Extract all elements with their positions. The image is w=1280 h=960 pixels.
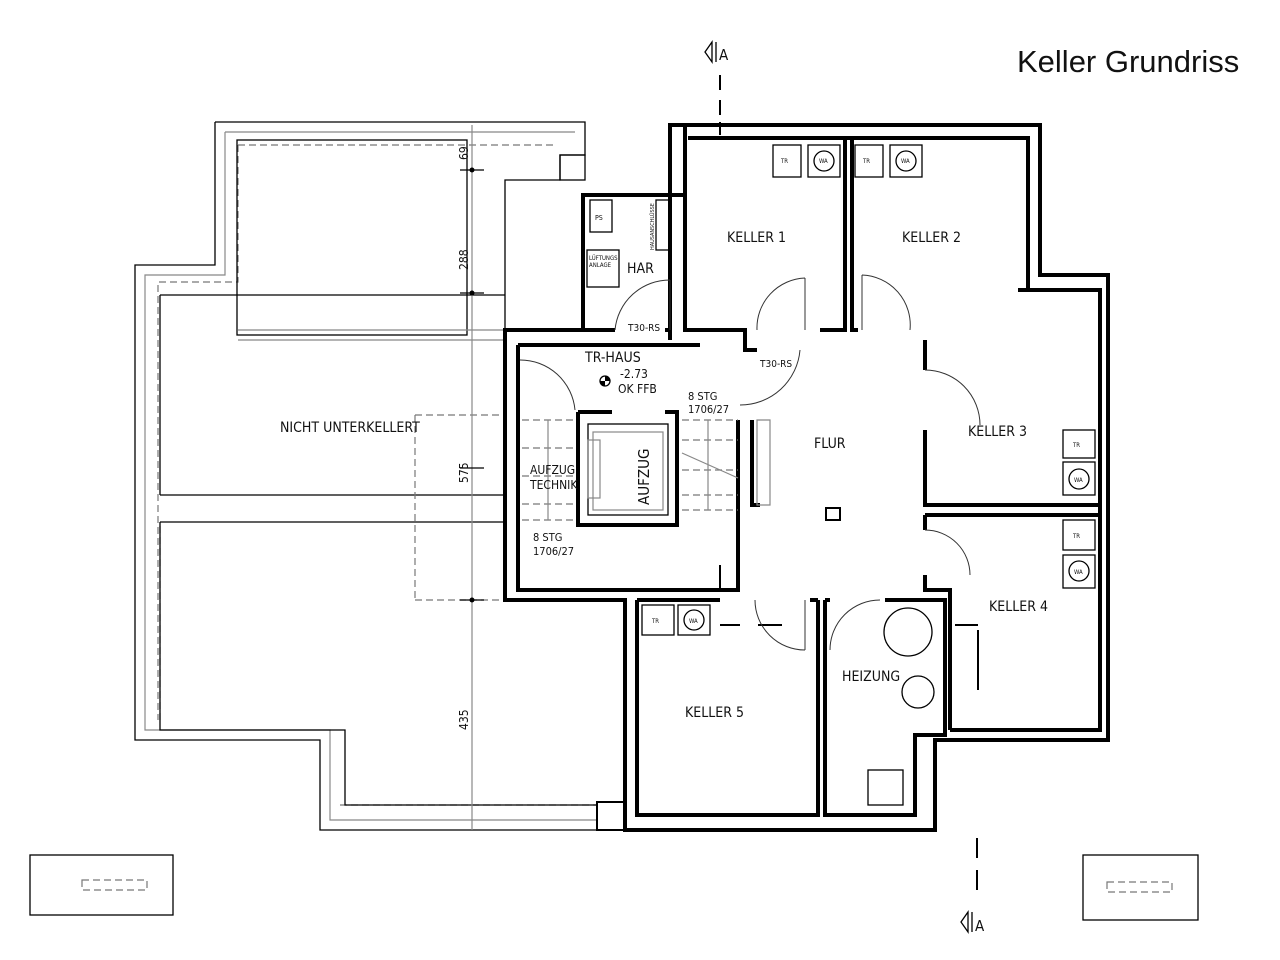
dimension-line: 69 288 575 435 [457, 125, 484, 830]
stair-labels: 8 STG 1706/27 8 STG 1706/27 [533, 390, 729, 558]
svg-text:TR: TR [651, 618, 659, 625]
door-label-har: T30-RS [627, 323, 660, 334]
label-nicht-unterkellert: NICHT UNTERKELLERT [280, 420, 420, 436]
svg-text:8 STG: 8 STG [533, 531, 562, 544]
staircase [522, 419, 771, 521]
label-flur: FLUR [814, 436, 846, 452]
label-heizung: HEIZUNG [842, 669, 900, 685]
keller4-appliances: TR WA [1062, 519, 1096, 589]
svg-text:LÜFTUNGS: LÜFTUNGS [589, 255, 618, 262]
elevator-shaft: AUFZUG [576, 410, 679, 527]
svg-text:WA: WA [689, 618, 698, 625]
svg-text:TR: TR [1072, 442, 1080, 449]
svg-text:1706/27: 1706/27 [533, 545, 574, 558]
keller2-appliances: TR WA [854, 144, 923, 178]
dim-69: 69 [457, 146, 471, 160]
svg-text:WA: WA [1074, 569, 1083, 576]
svg-text:TR: TR [780, 158, 788, 165]
svg-text:WA: WA [1074, 477, 1083, 484]
door-swings [519, 274, 981, 651]
svg-text:TR: TR [1072, 533, 1080, 540]
svg-text:8 STG: 8 STG [688, 390, 717, 403]
label-keller-2: KELLER 2 [902, 230, 961, 246]
dim-435: 435 [457, 709, 471, 730]
svg-text:PS: PS [595, 214, 603, 222]
svg-text:HAUSANSCHLÜSSE: HAUSANSCHLÜSSE [649, 203, 656, 250]
dim-575: 575 [457, 462, 471, 483]
dim-288: 288 [457, 249, 471, 270]
unexcavated-area: NICHT UNTERKELLERT [134, 121, 626, 831]
har-equipment: PS LÜFTUNGS ANLAGE HAUSANSCHLÜSSE [586, 199, 671, 288]
heating-equipment [867, 607, 935, 806]
site-marker-right [1082, 854, 1199, 921]
site-marker-left [29, 854, 174, 916]
svg-text:A: A [719, 46, 729, 64]
label-har: HAR [627, 261, 654, 277]
door-label-flur: T30-RS [759, 359, 792, 370]
room-labels: KELLER 1 KELLER 2 KELLER 3 KELLER 4 KELL… [529, 230, 1048, 721]
svg-text:TECHNIK: TECHNIK [529, 478, 578, 492]
svg-text:A: A [975, 917, 985, 935]
svg-text:TR: TR [862, 158, 870, 165]
label-tr-haus: TR-HAUS [584, 350, 641, 366]
label-keller-3: KELLER 3 [968, 424, 1027, 440]
svg-text:-2.73: -2.73 [620, 367, 648, 381]
svg-text:WA: WA [819, 158, 828, 165]
keller5-appliances: TR WA [641, 604, 711, 636]
building-walls [503, 123, 1110, 832]
plan-title: Keller Grundriss [1017, 44, 1239, 79]
label-keller-5: KELLER 5 [685, 705, 744, 721]
section-marker-top: A [704, 39, 729, 135]
level-marker: -2.73 OK FFB [599, 367, 657, 396]
svg-text:WA: WA [901, 158, 910, 165]
label-aufzug: AUFZUG [635, 449, 653, 505]
label-keller-4: KELLER 4 [989, 599, 1048, 615]
svg-text:OK FFB: OK FFB [618, 382, 657, 396]
svg-text:ANLAGE: ANLAGE [589, 262, 612, 269]
appliances: TR WA TR WA TR WA TR WA TR WA [641, 144, 1096, 636]
section-marker-bottom: A [960, 838, 985, 935]
label-keller-1: KELLER 1 [727, 230, 786, 246]
keller1-appliances: TR WA [772, 144, 841, 178]
keller3-appliances: TR WA [1062, 429, 1096, 496]
label-aufzug-technik: AUFZUG [530, 463, 575, 477]
svg-text:1706/27: 1706/27 [688, 403, 729, 416]
